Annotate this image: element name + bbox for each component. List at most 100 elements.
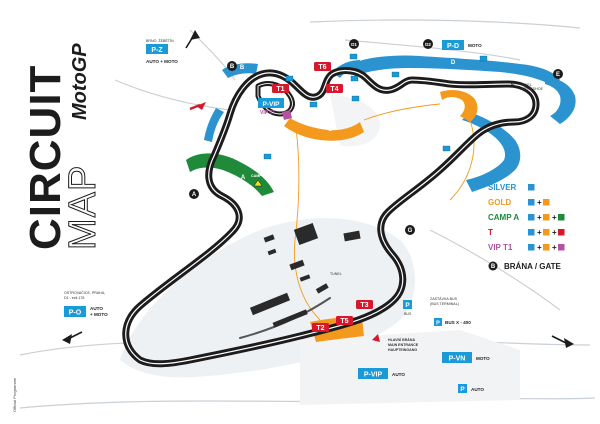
main-entrance-label-3: HAUPTEINGANG <box>388 348 417 352</box>
pvip-badge <box>358 368 388 379</box>
zone-tag-t1 <box>272 84 289 93</box>
legend-label: T <box>488 228 493 237</box>
zone-tag-t4-label: T4 <box>330 86 338 93</box>
zone-tags: T6 T1 T4 T3 T5 T2 C F G E F D B A <box>240 60 515 332</box>
pz-code: P-Z <box>151 47 163 54</box>
legend-swatch-silver <box>528 214 535 221</box>
gate-g-label: G <box>408 228 413 234</box>
gate-b-marker <box>227 61 237 71</box>
silver-zone-left <box>204 108 224 142</box>
gate-d1-marker <box>349 39 359 49</box>
zone-tag-t5 <box>336 316 353 325</box>
zone-tag-t2-label: T2 <box>316 325 324 332</box>
main-entrance-arrow <box>372 334 380 342</box>
main-entrance-label-1: HLAVNÍ BRÁNA <box>388 337 415 342</box>
zone-letter-d: D <box>451 60 456 66</box>
zone-tag-t2 <box>312 323 329 332</box>
tv-icon <box>350 75 359 82</box>
bus-line-code: P <box>436 320 440 326</box>
legend-plus: + <box>537 228 542 237</box>
tv-icon <box>351 95 360 102</box>
pz-badge <box>146 44 168 54</box>
gate-g-marker <box>405 225 415 235</box>
silver-zone-g <box>462 112 521 192</box>
gates: B D1 D2 E G A <box>189 39 563 235</box>
legend-gate-label: BRÁNA / GATE <box>504 262 562 271</box>
vip-t1-label: VIP T1 <box>260 110 275 116</box>
main-entrance-label-2: MAIN ENTRANCE <box>388 343 419 347</box>
gate-e-label: E <box>556 72 560 78</box>
zone-letter-c: C <box>328 127 333 133</box>
pvn-note: MOTO <box>476 356 490 361</box>
pd-badge <box>442 40 464 50</box>
bus-stop-label-1: ZASTÁVKA BUS <box>430 297 458 301</box>
direction-arrows <box>62 30 574 348</box>
zone-tag-t4 <box>326 84 343 93</box>
legend-swatch-silver <box>528 184 535 191</box>
zone-letter-g: G <box>492 155 497 161</box>
pvn-badge <box>442 352 472 363</box>
tv-icon <box>442 145 451 152</box>
bus-line-badge <box>434 318 442 326</box>
gold-zone-c <box>284 118 364 141</box>
zone-tag-t3-label: T3 <box>360 302 368 309</box>
legend-swatch-gold <box>543 244 550 251</box>
camp-a-tent-icon <box>253 179 263 187</box>
legend-gate-marker <box>488 261 498 271</box>
p-bus-code: P <box>405 302 410 309</box>
legend-label: GOLD <box>488 198 511 207</box>
zone-tag-t5-label: T5 <box>340 318 348 325</box>
pd-note: MOTO <box>468 43 482 48</box>
zone-letter-e: E <box>511 83 515 89</box>
pz-note1: BRNO, ŽEBĚTÍN <box>146 38 174 43</box>
legend-swatch-camp <box>558 214 565 221</box>
legend-swatch-silver <box>528 199 535 206</box>
gate-d1-label: D1 <box>351 42 357 47</box>
title-map: MAP <box>62 165 104 250</box>
p-bus-badge <box>403 300 412 309</box>
silver-zone-e <box>545 76 576 124</box>
legend-swatch-t <box>558 229 565 236</box>
bus-stop-label-2: (BUS TERMINAL) <box>430 302 459 306</box>
pvip-code: P-VIP <box>364 372 383 379</box>
pz-note2: AUTO + MOTO <box>146 59 178 64</box>
gate-b-label: B <box>230 64 235 70</box>
legend-swatch-gold <box>543 229 550 236</box>
legend-label: CAMP A <box>488 213 519 222</box>
tv-icon <box>479 55 488 62</box>
zone-letter-b: B <box>240 65 245 71</box>
zone-letter-f2: F <box>510 111 514 117</box>
po-note0a: OSTROVAČICE, PRAHA, <box>64 290 105 295</box>
legend-swatch-gold <box>543 199 550 206</box>
pd-code: P-D <box>447 43 459 50</box>
legend-plus: + <box>552 228 557 237</box>
tv-icon <box>285 75 294 82</box>
arrow-left-icon <box>62 334 72 344</box>
legend-plus: + <box>537 243 542 252</box>
p-auto-badge <box>458 384 467 393</box>
legend-swatch-gold <box>543 214 550 221</box>
zone-tag-t1-label: T1 <box>276 86 284 93</box>
gate-e-marker <box>553 69 563 79</box>
pvn-code: P-VN <box>449 356 466 363</box>
bus-line-note: BUS X - 400 <box>445 320 471 325</box>
gate-a-marker <box>189 189 199 199</box>
tunnel-right-label-2: HORSESHOE <box>520 87 544 91</box>
paddock-buildings <box>249 223 361 328</box>
tv-icon <box>391 71 400 78</box>
tunnel-label: TUNEL <box>330 272 342 276</box>
legend-plus: + <box>552 243 557 252</box>
p-auto-note: AUTO <box>471 387 484 392</box>
gate-a-label: A <box>192 192 197 198</box>
tv-icons <box>263 53 488 160</box>
vip-t1-zone <box>282 110 292 120</box>
arrow-red-icon <box>196 102 206 110</box>
tv-icon <box>263 153 272 160</box>
silver-zones <box>204 55 576 192</box>
legend-label: SILVER <box>488 183 517 192</box>
gate-d2-label: D2 <box>425 42 431 47</box>
legend-swatch-silver <box>528 229 535 236</box>
pvip-top-code: P-VIP <box>263 101 281 108</box>
